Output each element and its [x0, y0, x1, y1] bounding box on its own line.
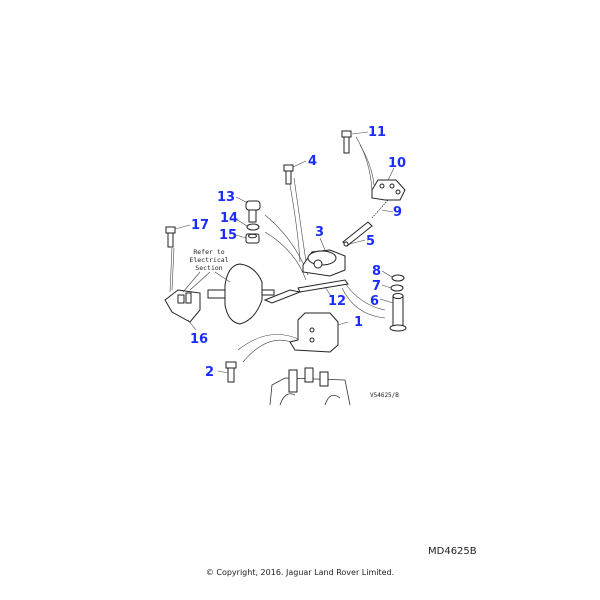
part-bolt-11: [341, 130, 352, 154]
part-link-5: [342, 221, 373, 247]
part-bolt-2: [225, 361, 237, 383]
part-bolt-4: [283, 164, 294, 185]
leader-lines: [169, 136, 386, 363]
note-line-1: Refer to: [193, 248, 224, 256]
note-line-2: Electrical: [189, 256, 228, 264]
callout-3: 3: [315, 225, 324, 240]
callout-4: 4: [308, 154, 317, 169]
callout-2: 2: [205, 365, 214, 380]
callout-leaders: [174, 131, 395, 374]
callout-6: 6: [370, 294, 379, 309]
callout-17: 17: [191, 218, 209, 233]
note-line-3: Section: [195, 264, 222, 272]
callout-11: 11: [368, 125, 386, 140]
callout-16: 16: [190, 332, 208, 347]
part-bracket-10: [371, 179, 406, 201]
callout-13: 13: [217, 190, 235, 205]
callout-12: 12: [328, 294, 346, 309]
part-actuator-3: [302, 249, 346, 277]
callout-1: 1: [354, 315, 363, 330]
part-plate-12: [263, 279, 349, 304]
callout-9: 9: [393, 205, 402, 220]
part-washer-14: [246, 223, 260, 231]
callout-8: 8: [372, 264, 381, 279]
copyright-notice: © Copyright, 2016. Jaguar Land Rover Lim…: [205, 568, 395, 577]
part-manifold: [269, 367, 351, 406]
part-bolt-17: [165, 226, 176, 248]
part-spacer-6: [389, 293, 407, 332]
callout-7: 7: [372, 279, 381, 294]
part-vacuum-unit: [207, 263, 275, 325]
diagram-code: MD4625B: [428, 546, 477, 557]
part-nut-15: [245, 233, 260, 244]
callout-10: 10: [388, 156, 406, 171]
part-bolt-13: [245, 200, 261, 223]
drawing-reference: V54625/B: [370, 392, 399, 399]
callout-15: 15: [219, 228, 237, 243]
callout-5: 5: [366, 234, 375, 249]
callout-14: 14: [220, 211, 238, 226]
part-washers-7-8: [390, 274, 405, 292]
part-bracket-16: [164, 289, 201, 323]
part-bracket-1: [289, 312, 339, 353]
part-spring-9: [371, 199, 389, 219]
